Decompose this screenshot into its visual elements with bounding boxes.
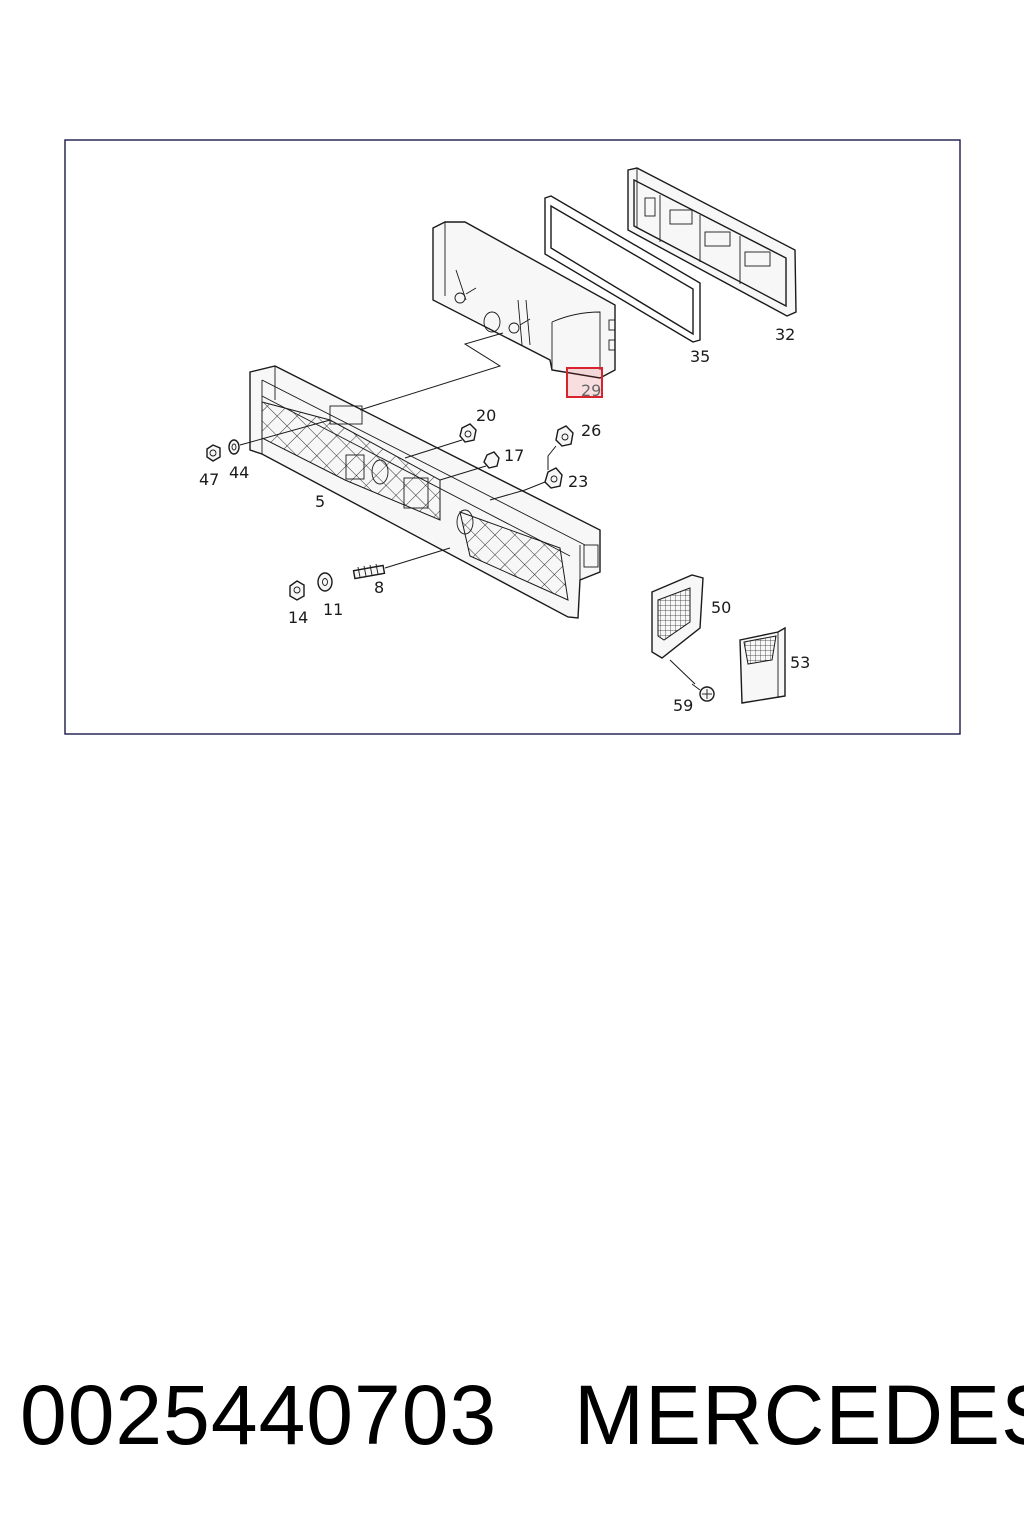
callout-35[interactable]: 35	[690, 347, 710, 366]
callout-53[interactable]: 53	[790, 653, 810, 672]
callout-59[interactable]: 59	[673, 696, 693, 715]
callout-14[interactable]: 14	[288, 608, 308, 627]
lamp-lens-part	[627, 167, 797, 317]
callout-17[interactable]: 17	[504, 446, 524, 465]
clip-20	[459, 423, 477, 443]
washer-11	[317, 572, 333, 592]
diagram-frame	[64, 139, 961, 735]
lamp-housing-part	[432, 221, 616, 379]
callout-50[interactable]: 50	[711, 598, 731, 617]
callout-32[interactable]: 32	[775, 325, 795, 344]
nut-14	[289, 580, 305, 601]
stud-8	[352, 563, 386, 580]
gasket-part	[544, 195, 701, 343]
callout-26[interactable]: 26	[581, 421, 601, 440]
part-number: 0025440703	[20, 1368, 498, 1462]
callout-47[interactable]: 47	[199, 470, 219, 489]
callout-29[interactable]: 29	[581, 381, 601, 400]
brand-name: MERCEDES	[574, 1368, 1024, 1462]
callout-44[interactable]: 44	[229, 463, 249, 482]
parts-diagram: 5 8 11 14 17 20 23 26 29 32 35 44 47 50 …	[64, 139, 961, 735]
callout-29-highlight	[566, 367, 603, 398]
callout-11[interactable]: 11	[323, 600, 343, 619]
reflector-50	[651, 574, 704, 659]
clip-26	[555, 425, 574, 447]
callout-5[interactable]: 5	[315, 492, 325, 511]
callout-20[interactable]: 20	[476, 406, 496, 425]
bracket-part	[249, 365, 601, 619]
nut-47	[206, 444, 221, 462]
callout-23[interactable]: 23	[568, 472, 588, 491]
footer: 0025440703 MERCEDES	[0, 1365, 1024, 1465]
cover-53	[739, 626, 786, 704]
screw-59	[691, 683, 715, 702]
callout-8[interactable]: 8	[374, 578, 384, 597]
clip-17	[483, 451, 500, 469]
washer-44	[228, 439, 240, 455]
